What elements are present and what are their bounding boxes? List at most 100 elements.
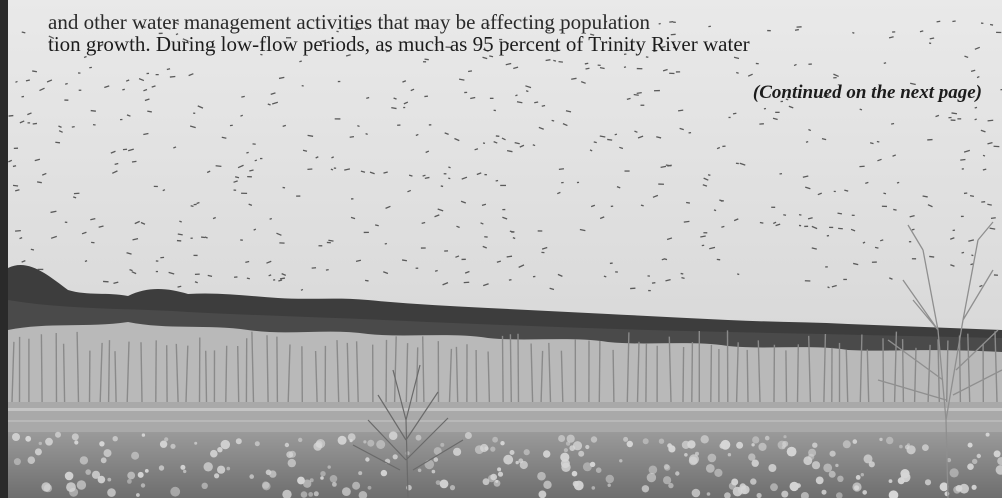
bird <box>484 236 488 238</box>
bird <box>424 58 429 61</box>
bird <box>234 276 238 278</box>
tree-trunks <box>11 330 998 403</box>
bird <box>15 189 20 192</box>
bird <box>460 200 467 204</box>
bird <box>755 62 759 65</box>
flower-patch <box>55 431 61 438</box>
bird <box>364 279 369 282</box>
bird <box>437 208 444 212</box>
bird <box>909 214 915 218</box>
bird <box>182 38 189 42</box>
bird <box>383 271 389 275</box>
flower-patch <box>751 459 759 467</box>
bird <box>495 135 500 137</box>
tree-trunk <box>882 338 885 403</box>
flower-patch <box>855 475 861 480</box>
bird <box>597 64 601 67</box>
bird <box>260 157 263 160</box>
bird <box>268 274 272 277</box>
bird <box>553 59 557 62</box>
tree-trunk <box>548 342 552 403</box>
flower-patch <box>663 463 670 470</box>
bird <box>300 288 304 291</box>
bird <box>253 228 257 231</box>
flower-patch <box>997 457 1002 466</box>
bird <box>532 275 536 278</box>
bird <box>84 260 88 263</box>
bird <box>831 284 837 288</box>
bird <box>110 150 116 154</box>
bird <box>874 246 879 249</box>
bird <box>553 49 558 52</box>
bird <box>165 26 171 30</box>
bird <box>193 112 196 114</box>
bird <box>420 247 426 249</box>
tree-trunk <box>355 341 359 403</box>
flower-patch <box>303 479 312 488</box>
bird <box>351 198 354 200</box>
bird <box>177 233 183 236</box>
bird <box>804 225 809 228</box>
bird <box>278 76 285 80</box>
flower-patch <box>367 439 375 447</box>
bird <box>143 132 149 136</box>
bird <box>709 246 716 250</box>
flower-patch <box>569 445 576 451</box>
bird <box>92 124 96 126</box>
bird <box>896 181 900 184</box>
bird <box>936 20 941 23</box>
flower-patch <box>262 482 271 491</box>
tree-trunk <box>205 350 208 403</box>
bird <box>805 141 809 143</box>
flower-patch <box>995 465 1002 475</box>
bird <box>891 122 895 125</box>
bird <box>927 204 933 208</box>
bird <box>193 203 197 206</box>
bird <box>979 284 983 288</box>
flower-patch <box>605 474 614 484</box>
bird <box>654 89 660 92</box>
flower-patch <box>254 441 260 447</box>
bird <box>619 146 624 150</box>
bird <box>111 170 118 174</box>
bird <box>759 221 764 224</box>
tree-trunk <box>967 333 971 403</box>
bird <box>911 258 917 260</box>
bird <box>424 176 430 179</box>
flower-patch <box>363 440 367 444</box>
bird <box>703 232 708 234</box>
bird <box>345 54 351 57</box>
flower-patch <box>543 450 551 458</box>
bird <box>482 283 489 287</box>
tree-trunk <box>448 348 453 403</box>
flower-patch <box>815 476 824 485</box>
bird <box>196 201 200 205</box>
flower-patch <box>770 483 778 492</box>
bird <box>656 136 662 139</box>
bird <box>859 165 865 168</box>
bird <box>415 267 419 269</box>
bird <box>425 150 430 154</box>
flower-patch <box>900 472 911 483</box>
flower-patch <box>365 457 370 462</box>
bird <box>422 61 427 63</box>
bird <box>579 228 586 232</box>
bird <box>670 33 676 36</box>
flower-patch <box>751 443 755 447</box>
bird <box>960 158 966 161</box>
flower-patch <box>720 439 731 450</box>
bird <box>160 256 165 259</box>
bird <box>482 56 488 60</box>
flower-patch <box>854 485 860 491</box>
bird <box>190 205 194 207</box>
flower-patch <box>226 466 231 471</box>
tree-trunk <box>823 333 827 403</box>
flower-patch <box>76 480 87 490</box>
bird <box>458 78 465 81</box>
bird <box>496 260 501 263</box>
flower-patch <box>269 470 277 478</box>
bird <box>571 77 577 80</box>
bird <box>254 159 258 162</box>
bird <box>736 71 739 74</box>
bird <box>240 239 243 241</box>
